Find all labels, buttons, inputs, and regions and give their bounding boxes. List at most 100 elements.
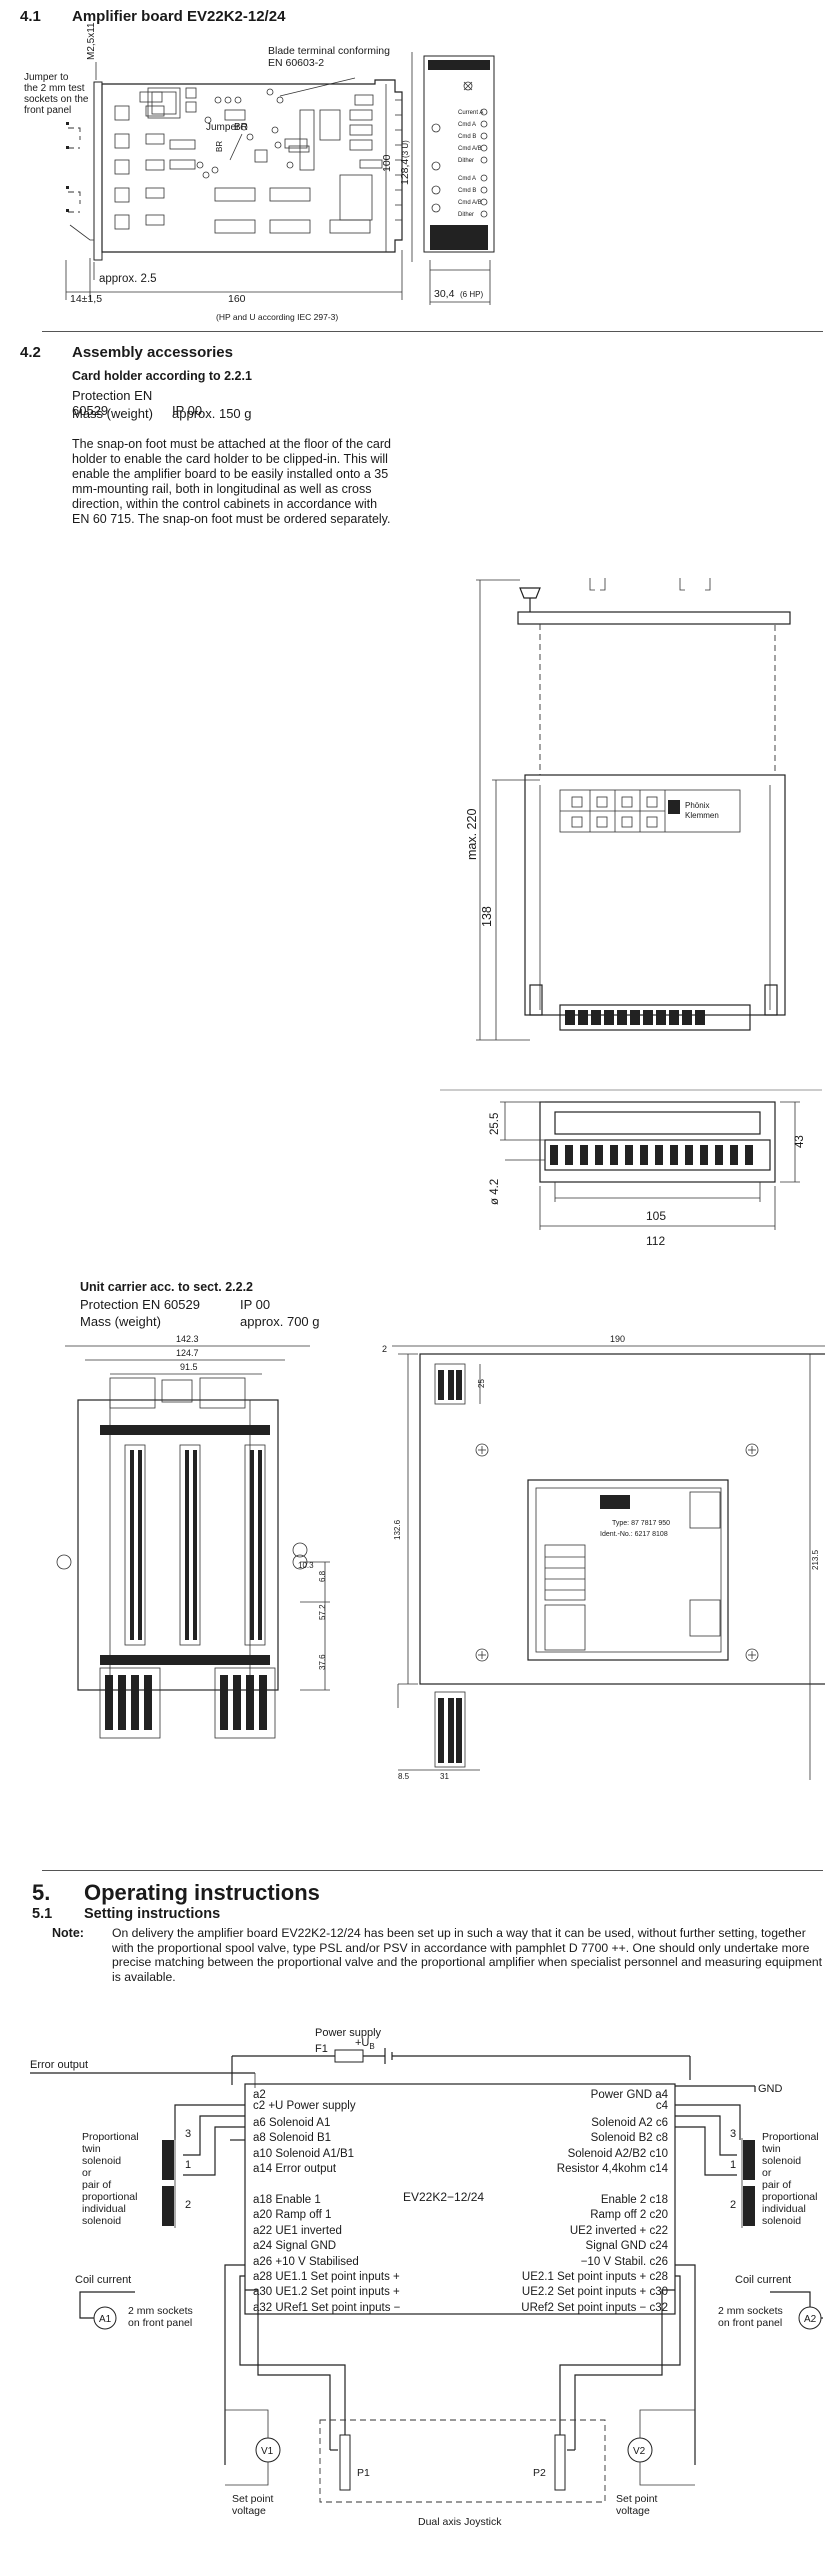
svg-text:BR: BR [215,141,224,152]
carrier-top-terminals [109,1377,246,1409]
terminal-strip [559,1004,751,1031]
sol-right-n3: 3 [730,2128,736,2140]
section-number: 4.1 [20,8,41,25]
a1-label: A1 [99,2314,112,2325]
error-output-label: Error output [30,2059,88,2071]
dim-128: 128,4 [399,159,411,185]
dim-112: 112 [646,1234,665,1248]
fuse-label: F1 [315,2043,328,2055]
board-components [139,91,383,221]
pin-row: UE2.2 Set point inputs + c30 [521,2286,668,2299]
amplifier-board-box [244,2083,676,2315]
pin-row: Resistor 4,4kohm c14 [556,2163,668,2176]
svg-text:Dither: Dither [458,212,474,218]
pin-row: a30 UE1.2 Set point inputs + [253,2286,400,2299]
carrier-type: Type: 87 7817 950 [612,1520,670,1527]
pin-row: Solenoid A2/B2 c10 [567,2147,668,2160]
kv-value: IP 00 [172,403,203,418]
pin-row: a14 Error output [253,2163,337,2176]
pin-row: a10 Solenoid A1/B1 [253,2147,355,2160]
section-number: 5. [32,1880,51,1905]
dim-max220: max. 220 [465,809,479,860]
carrier-slot-pins [130,1450,262,1640]
dim-138: 138 [480,906,494,927]
terminal-grid [559,789,741,833]
side-terminals [550,1145,753,1165]
dim-10-3: 10.3 [298,1561,314,1570]
sol-right-n2: 2 [730,2199,736,2211]
kv-value: approx. 700 g [240,1314,320,1329]
dim-160: 160 [228,293,246,305]
chip-column [114,105,371,234]
dim-25: 25 [477,1379,486,1388]
section-5-heading: 5.Operating instructions [32,1880,320,1906]
section-title: Assembly accessories [72,344,233,361]
carrier-label-grid [544,1544,586,1651]
pin-row [468,2178,668,2193]
card-holder-mass: Mass (weight) approx. 150 g [72,406,252,421]
dimension-lines [65,52,491,305]
board-name: EV22K2−12/24 [403,2190,485,2204]
m25-label: M2,5x11 [86,22,97,60]
left-pin-column: a2 c2 +U Power supply a6 Solenoid A1 a8 … [253,2089,453,2316]
carrier-label [527,1479,729,1661]
kv-key: Protection EN 60529 [80,1297,200,1312]
v2-label: V2 [633,2446,646,2457]
svg-text:Dither: Dither [458,158,474,164]
br-label: BR [234,122,248,133]
joystick-box [319,2419,606,2503]
dim-57-2: 57.2 [318,1604,327,1620]
coil-left-label: Coil current [75,2274,131,2286]
power-supply-label: Power supply [315,2027,382,2039]
pin-row: Ramp off 2 c20 [590,2209,668,2222]
svg-text:Cmd A: Cmd A [458,176,476,182]
pin-row: UE2 inverted + c22 [569,2224,668,2237]
pin-row: Signal GND c24 [585,2240,668,2253]
kv-value: approx. 150 g [172,406,252,421]
fuse-f1 [334,2049,364,2063]
dim-25-5: 25.5 [489,1113,501,1135]
dim-91-5: 91.5 [180,1362,198,1372]
pin-row: Power GND a4 c4 [590,2089,668,2112]
pin-row: a8 Solenoid B1 [253,2132,332,2145]
dim-43: 43 [794,1135,806,1148]
ub-label: +UB [355,2037,375,2051]
kv-key: Mass (weight) [80,1314,161,1329]
card-outline [539,624,776,776]
carrier-side-plate [419,1353,825,1685]
p2-label: P2 [533,2467,546,2479]
unit-carrier-mass: Mass (weight) approx. 700 g [80,1314,320,1329]
svg-text:Current A: Current A [458,110,483,116]
solenoid-right-bottom [743,2186,755,2226]
pin-row: a32 URef1 Set point inputs − [253,2301,401,2314]
card-holder-paragraph: The snap-on foot must be attached at the… [72,437,391,526]
carrier-bottom-terminals [99,1667,276,1739]
card-holder-side [539,1101,776,1183]
blade-terminal [395,99,402,221]
card-holder-title: Card holder according to 2.2.1 [72,369,252,383]
sol-left-n2: 2 [185,2199,191,2211]
pin-row: Solenoid B2 c8 [590,2132,668,2145]
dim-213-5: 213.5 [811,1549,820,1570]
pin-row: Enable 2 c18 [600,2194,668,2207]
kv-key: Mass (weight) [72,406,153,421]
test-socket-jumpers [68,127,81,213]
pin-row: a22 UE1 inverted [253,2224,342,2237]
dim-124-7: 124.7 [176,1348,199,1358]
sol-left-n1: 1 [185,2159,191,2171]
pin-row: a24 Signal GND [253,2240,337,2253]
right-pin-column: Power GND a4 c4 Solenoid A2 c6 Solenoid … [468,2089,668,2316]
unit-carrier-title: Unit carrier acc. to sect. 2.2.2 [80,1280,254,1294]
dim-142-3: 142.3 [176,1334,199,1344]
dim-14: 14±1,5 [70,293,102,305]
